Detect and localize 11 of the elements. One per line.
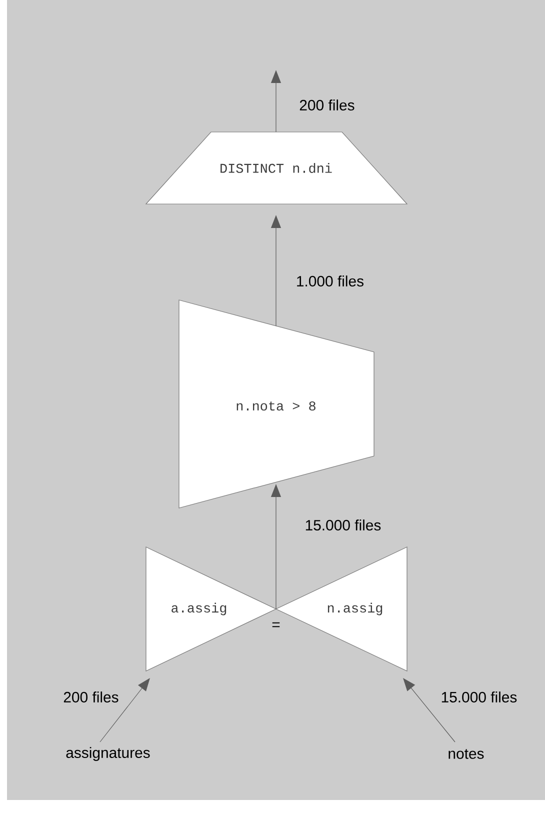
table-name: assignatures bbox=[66, 747, 150, 761]
operator-trapezoid: n.nota > 8 bbox=[178, 300, 374, 508]
arrow bbox=[100, 678, 150, 742]
edge-label: 15.000 files bbox=[306, 520, 381, 530]
operator-symbol: = bbox=[272, 622, 280, 628]
edge-label: 15.000 files bbox=[442, 692, 517, 702]
arrow bbox=[403, 678, 456, 742]
edge-label: 200 files bbox=[64, 692, 118, 702]
edge-label: 200 files bbox=[300, 100, 354, 110]
table-name: notes bbox=[448, 749, 484, 759]
edge-label: 1.000 files bbox=[297, 276, 364, 286]
